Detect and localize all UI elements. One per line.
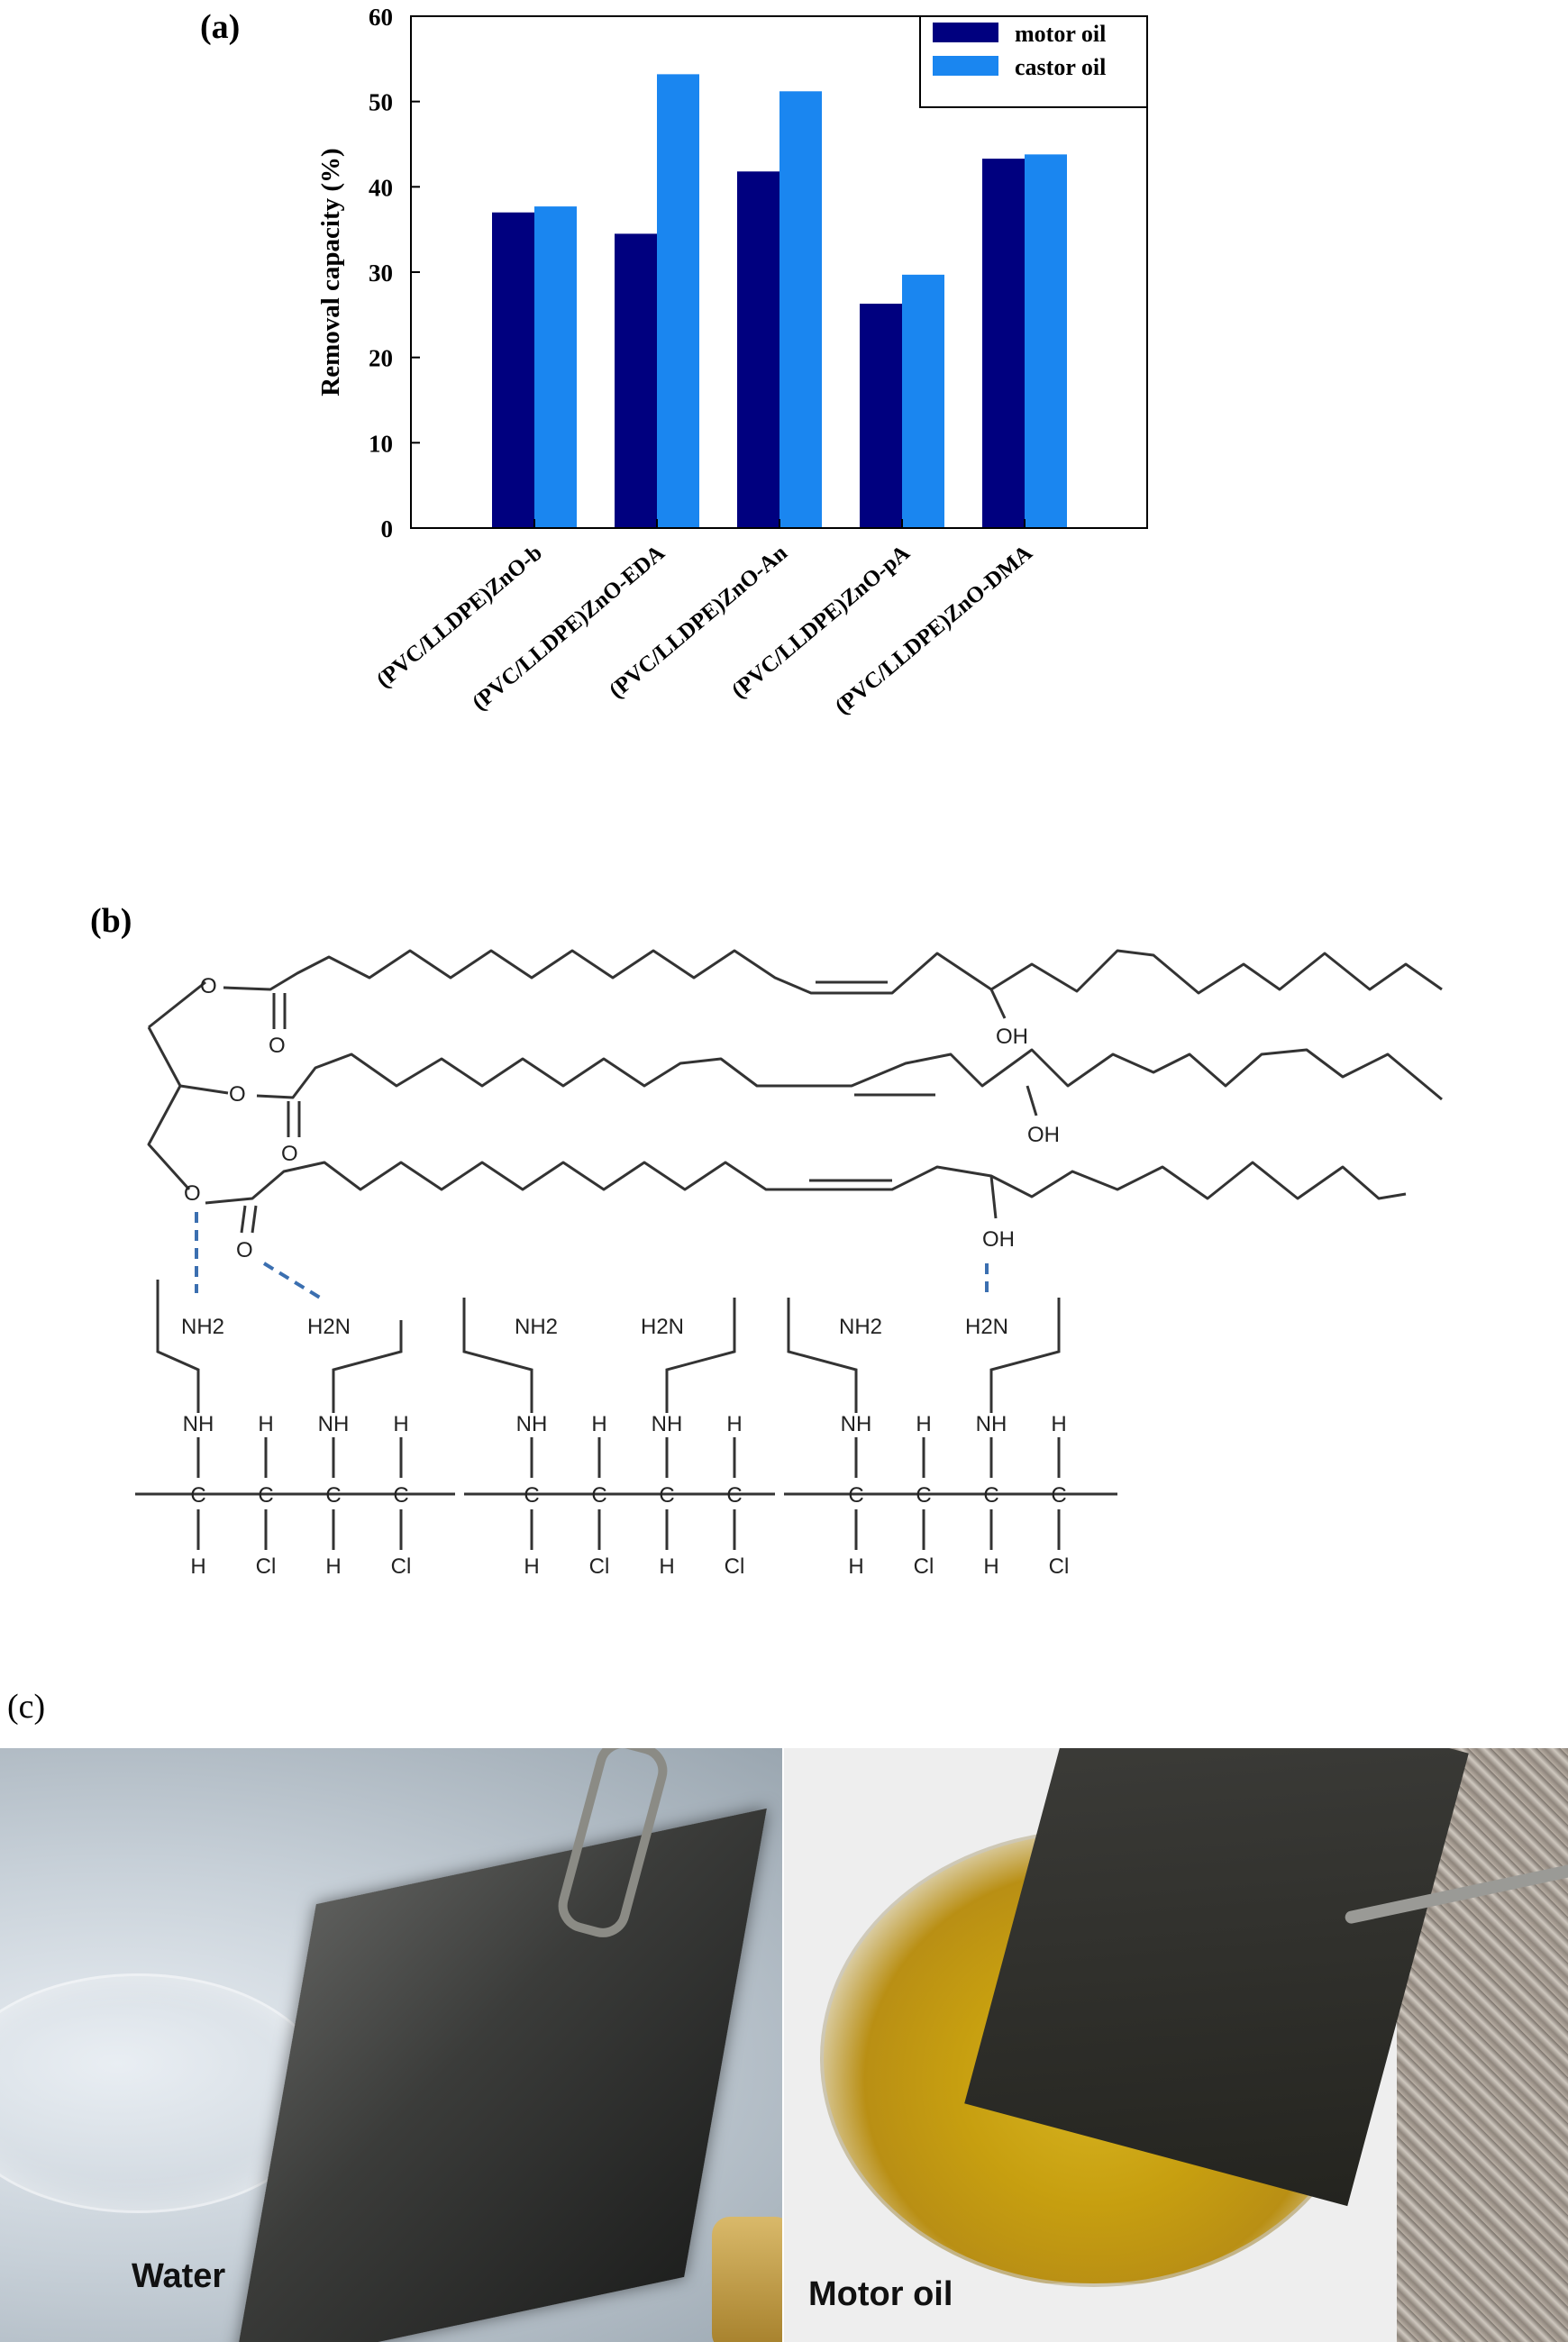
bottom-sub-10: H xyxy=(983,1554,998,1579)
x-axis-tick-labels: (PVC/LLDPE)ZnO-b(PVC/LLDPE)ZnO-EDA(PVC/L… xyxy=(372,541,1037,719)
photo-caption-water: Water xyxy=(132,2257,226,2295)
top-sub-7: H xyxy=(726,1412,742,1436)
photo-caption-motor-oil: Motor oil xyxy=(808,2275,953,2313)
bottom-sub-8: H xyxy=(848,1554,863,1579)
backbone-carbon-9: C xyxy=(916,1483,931,1508)
svg-text:O: O xyxy=(229,1082,246,1107)
bottom-sub-6: H xyxy=(659,1554,674,1579)
top-sub-0: NH xyxy=(183,1412,214,1436)
y-tick-label-1: 10 xyxy=(369,430,393,457)
top-sub-11: H xyxy=(1051,1412,1066,1436)
bottom-sub-9: Cl xyxy=(914,1554,934,1579)
backbone-carbon-10: C xyxy=(983,1483,998,1508)
amine-terminal-2: NH2 xyxy=(515,1315,558,1339)
bar-castor-oil-1 xyxy=(657,74,699,528)
y-tick-label-6: 60 xyxy=(369,4,393,31)
bar-castor-oil-3 xyxy=(902,274,944,528)
bar-motor-oil-3 xyxy=(860,304,902,528)
svg-text:O: O xyxy=(281,1142,298,1166)
y-tick-label-5: 50 xyxy=(369,89,393,116)
bottom-sub-1: Cl xyxy=(256,1554,277,1579)
hydrogen-bonds xyxy=(195,1212,989,1299)
legend-swatch-0 xyxy=(933,23,998,42)
bottom-sub-5: Cl xyxy=(589,1554,610,1579)
photo-water: Water xyxy=(0,1748,782,2342)
top-sub-8: NH xyxy=(841,1412,872,1436)
bar-motor-oil-1 xyxy=(615,233,657,528)
bottom-sub-11: Cl xyxy=(1049,1554,1070,1579)
top-sub-9: H xyxy=(916,1412,931,1436)
triglyceride-atom-labels: O O OH O O OH O O OH xyxy=(184,974,1060,1262)
chart-legend: motor oil castor oil xyxy=(919,15,1148,108)
polymer-atom-labels: NH2 H2N NH2 H2N NH2 H2N NH C H H C Cl NH C H H C Cl NH C H H C… xyxy=(181,1315,1069,1579)
top-sub-10: NH xyxy=(976,1412,1007,1436)
y-axis: 0 10 20 30 40 50 60 xyxy=(369,4,420,542)
backbone-carbon-2: C xyxy=(325,1483,341,1508)
backbone-carbon-8: C xyxy=(848,1483,863,1508)
amine-terminal-4: NH2 xyxy=(839,1315,882,1339)
legend-label-0: motor oil xyxy=(1015,21,1106,47)
top-sub-4: NH xyxy=(516,1412,548,1436)
x-tick-label-4: (PVC/LLDPE)ZnO-DMA xyxy=(831,541,1037,719)
backbone-carbon-3: C xyxy=(393,1483,408,1508)
x-tick-label-1: (PVC/LLDPE)ZnO-EDA xyxy=(468,541,670,715)
oil-jar-corner xyxy=(712,2217,782,2342)
y-tick-label-3: 30 xyxy=(369,260,393,287)
bar-motor-oil-2 xyxy=(737,171,779,528)
triglyceride-skeleton xyxy=(147,949,1443,1234)
bottom-sub-3: Cl xyxy=(391,1554,412,1579)
svg-text:OH: OH xyxy=(996,1025,1028,1049)
bar-castor-oil-2 xyxy=(779,91,822,528)
bar-castor-oil-0 xyxy=(534,206,577,528)
backbone-carbon-11: C xyxy=(1051,1483,1066,1508)
top-sub-5: H xyxy=(591,1412,606,1436)
panel-b-label: (b) xyxy=(90,902,132,940)
bar-motor-oil-4 xyxy=(982,159,1025,529)
panel-a-label: (a) xyxy=(200,8,241,46)
amine-terminal-3: H2N xyxy=(641,1315,684,1339)
svg-text:O: O xyxy=(236,1238,253,1262)
bar-castor-oil-4 xyxy=(1025,154,1067,529)
photo-motor-oil: Motor oil xyxy=(784,1748,1568,2342)
top-sub-2: NH xyxy=(318,1412,350,1436)
y-tick-label-2: 20 xyxy=(369,345,393,372)
svg-text:OH: OH xyxy=(982,1227,1015,1252)
bottom-sub-2: H xyxy=(325,1554,341,1579)
y-tick-label-4: 40 xyxy=(369,174,393,201)
legend-swatch-1 xyxy=(933,56,998,76)
svg-text:O: O xyxy=(184,1181,201,1206)
svg-text:OH: OH xyxy=(1027,1123,1060,1147)
amine-terminal-1: H2N xyxy=(307,1315,351,1339)
y-tick-label-0: 0 xyxy=(381,515,394,542)
panel-c-label: (c) xyxy=(7,1688,46,1726)
bottom-sub-7: Cl xyxy=(725,1554,745,1579)
svg-text:O: O xyxy=(269,1034,286,1058)
backbone-carbon-1: C xyxy=(258,1483,273,1508)
top-sub-1: H xyxy=(258,1412,273,1436)
membrane-sheet xyxy=(233,1808,767,2342)
bar-motor-oil-0 xyxy=(492,212,534,528)
legend-label-1: castor oil xyxy=(1015,54,1106,80)
bottom-sub-4: H xyxy=(524,1554,539,1579)
amine-terminal-5: H2N xyxy=(965,1315,1008,1339)
backbone-carbon-6: C xyxy=(659,1483,674,1508)
bottom-sub-0: H xyxy=(190,1554,205,1579)
top-sub-3: H xyxy=(393,1412,408,1436)
bar-chart: 0 10 20 30 40 50 60 Removal capacity (%) (PVC/… xyxy=(316,4,1148,719)
backbone-carbon-0: C xyxy=(190,1483,205,1508)
amine-terminal-0: NH2 xyxy=(181,1315,224,1339)
top-sub-6: NH xyxy=(652,1412,683,1436)
backbone-carbon-4: C xyxy=(524,1483,539,1508)
polymer-backbone xyxy=(135,1280,1117,1496)
backbone-carbon-7: C xyxy=(726,1483,742,1508)
y-axis-label: Removal capacity (%) xyxy=(316,148,345,396)
backbone-carbon-5: C xyxy=(591,1483,606,1508)
svg-text:O: O xyxy=(200,974,217,998)
chart-bars xyxy=(492,74,1067,529)
